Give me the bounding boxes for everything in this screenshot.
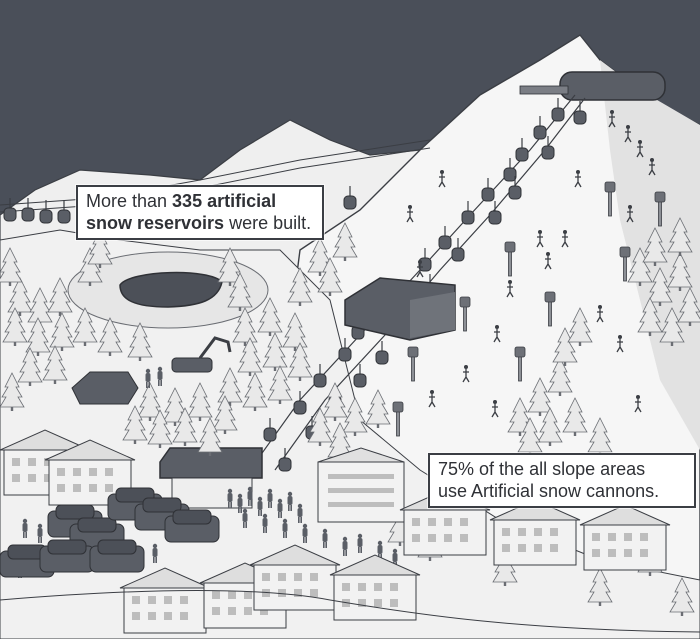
cannons-callout-line1: 75% of the all slope areas [438, 459, 646, 479]
road [0, 590, 700, 633]
reservoirs-callout-lead: More than [86, 191, 173, 211]
mountain-top-station [519, 71, 666, 101]
valley-station [159, 447, 263, 509]
cannons-callout-line2: use Artificial snow cannons. [438, 480, 660, 501]
reservoirs-callout: More than 335 artificial snow reservoirs… [76, 185, 324, 241]
reservoirs-callout-tail: were built. [224, 212, 312, 233]
snow-reservoir [67, 251, 269, 329]
cannons-callout: 75% of the all slope areas use Artificia… [428, 453, 696, 509]
snow-groomer [71, 371, 139, 405]
hotel-buildings [0, 429, 671, 634]
reservoirs-callout-highlight: 335 artificial snow reservoirs [86, 191, 277, 233]
excavator [171, 336, 232, 373]
middle-station [344, 277, 456, 341]
